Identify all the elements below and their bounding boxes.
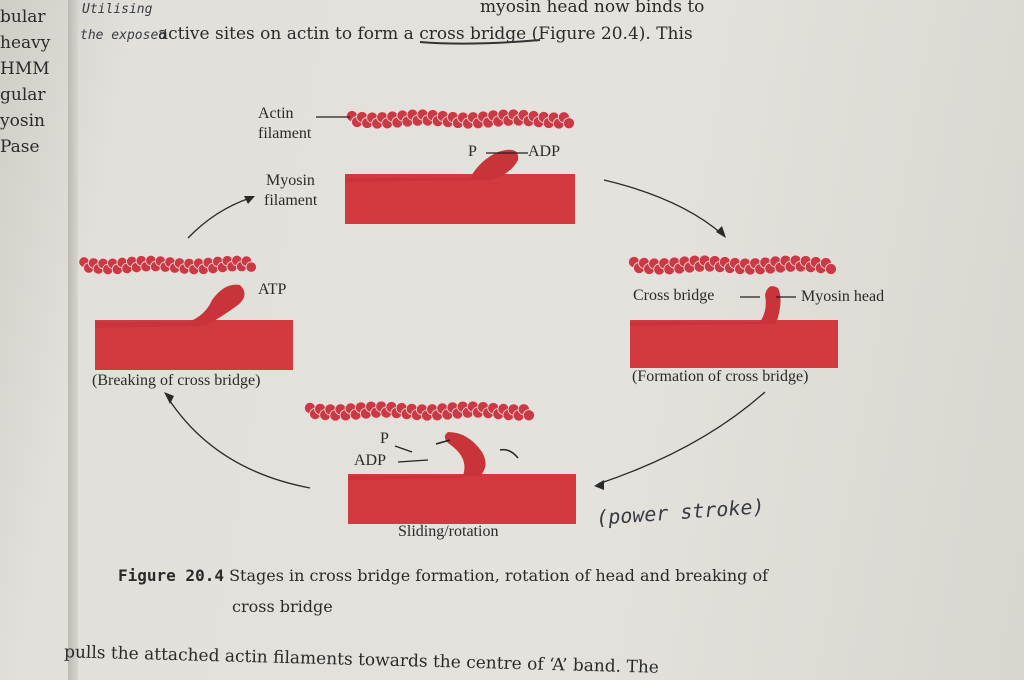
figure-number: Figure 20.4 bbox=[118, 566, 224, 585]
formation-label: (Formation of cross bridge) bbox=[632, 368, 809, 385]
breaking-label: (Breaking of cross bridge) bbox=[92, 372, 261, 389]
cycle-arrows bbox=[167, 179, 766, 489]
p-label: P bbox=[468, 143, 477, 160]
actin-bead bbox=[522, 409, 535, 422]
atp-label: ATP bbox=[258, 281, 287, 298]
adp-label-bottom: ADP bbox=[354, 452, 387, 469]
left-stage bbox=[78, 254, 293, 370]
p-pointer bbox=[394, 445, 413, 453]
actin-bead bbox=[563, 117, 575, 130]
caption-line-1: Stages in cross bridge formation, rotati… bbox=[229, 566, 769, 585]
arrow-bottom-to-left bbox=[167, 397, 311, 489]
handwritten-prefix-1: Utilising bbox=[82, 2, 153, 17]
page-gutter bbox=[68, 0, 78, 680]
left-word: HMM bbox=[0, 59, 50, 79]
adp-pointer bbox=[397, 459, 429, 463]
actin-bead bbox=[824, 263, 837, 275]
actin-filament-left bbox=[78, 254, 257, 276]
left-page-column: bular heavy HMM gular yosin Pase bbox=[0, 4, 50, 160]
left-word: bular bbox=[0, 7, 46, 27]
myosin-filament-bottom bbox=[348, 474, 576, 524]
rotation-arrow-curve bbox=[499, 448, 519, 459]
figure-caption: Figure 20.4 Stages in cross bridge forma… bbox=[118, 566, 768, 585]
myosin-head-left bbox=[95, 284, 245, 328]
right-stage bbox=[628, 254, 838, 368]
myosin-filament-right bbox=[630, 320, 838, 368]
bottom-stage bbox=[303, 400, 576, 524]
adp-label: ADP bbox=[528, 143, 561, 160]
rotation-arrow-small bbox=[435, 439, 451, 445]
top-line-2: active sites on actin to form a cross br… bbox=[158, 24, 693, 44]
arrow-right-to-bottom bbox=[597, 391, 766, 485]
actin-filament-right bbox=[628, 254, 837, 276]
top-stage bbox=[345, 108, 575, 224]
myosin-label: Myosin bbox=[266, 172, 315, 189]
handwritten-prefix-2: the exposed bbox=[80, 28, 167, 43]
actin-label-2: filament bbox=[258, 125, 312, 142]
myosin-label-2: filament bbox=[264, 192, 318, 209]
myosin-head-bottom bbox=[348, 432, 486, 480]
myosin-head-top bbox=[345, 149, 519, 182]
actin-bead bbox=[245, 261, 257, 273]
left-word: Pase bbox=[0, 137, 40, 157]
sliding-label: Sliding/rotation bbox=[398, 523, 499, 540]
actin-label: Actin bbox=[258, 105, 294, 122]
left-word: gular bbox=[0, 85, 46, 105]
cross-bridge-label: Cross bridge bbox=[633, 287, 715, 304]
arrow-left-to-top bbox=[187, 197, 251, 239]
arrow-top-to-right bbox=[603, 179, 723, 235]
left-word: yosin bbox=[0, 111, 45, 131]
actin-filament-bottom bbox=[303, 400, 535, 422]
myosin-filament-top bbox=[345, 174, 575, 224]
left-word: heavy bbox=[0, 33, 51, 53]
arrowheads bbox=[164, 196, 726, 490]
actin-filament-top bbox=[346, 108, 575, 130]
myosin-head-right bbox=[630, 286, 781, 326]
myosin-filament-left bbox=[95, 320, 293, 370]
caption-line-2: cross bridge bbox=[232, 597, 333, 616]
top-line-1: myosin head now binds to bbox=[480, 0, 705, 17]
myosin-head-label: Myosin head bbox=[801, 288, 885, 305]
p-label-bottom: P bbox=[380, 430, 389, 447]
